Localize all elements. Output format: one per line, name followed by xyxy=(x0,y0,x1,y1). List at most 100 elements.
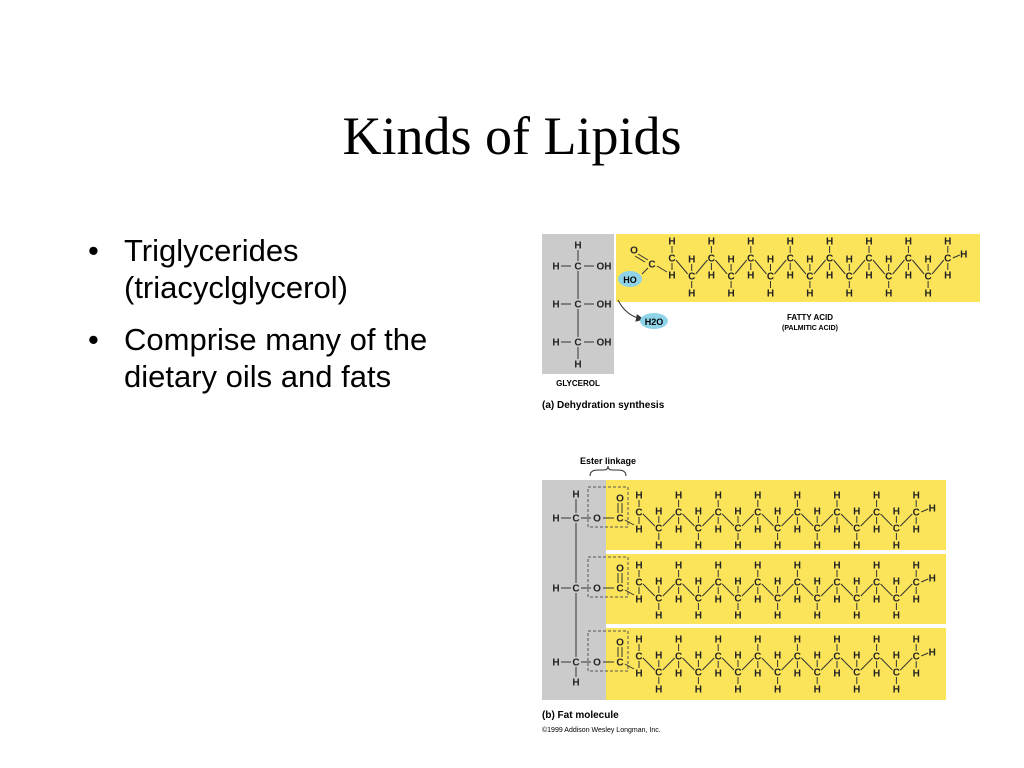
atom-label: C xyxy=(794,508,801,519)
atom-label: H xyxy=(913,561,920,572)
atom-label: C xyxy=(675,652,682,663)
bond-line xyxy=(952,254,960,259)
atom-label: H xyxy=(754,525,761,536)
atom-label: H xyxy=(715,561,722,572)
atom-label: H xyxy=(715,491,722,502)
bond-line xyxy=(931,259,945,275)
bond-line xyxy=(820,513,834,527)
atom-label: C xyxy=(814,594,821,605)
atom-label: H xyxy=(885,255,892,266)
atom-label: C xyxy=(715,508,722,519)
atom-label: C xyxy=(574,338,581,349)
atom-label: H xyxy=(846,255,853,266)
atom-label: H xyxy=(774,577,781,588)
atom-label: C xyxy=(826,254,833,265)
atom-label: C xyxy=(893,594,900,605)
atom-label: H xyxy=(924,255,931,266)
atom-label: H xyxy=(924,289,931,300)
bullet-list: • Triglycerides (triacyclglycerol) • Com… xyxy=(88,232,488,410)
bond-line xyxy=(781,513,794,527)
atom-label: C xyxy=(833,508,840,519)
atom-label: C xyxy=(572,658,579,669)
bond-line xyxy=(761,583,774,597)
atom-label: C xyxy=(893,668,900,679)
atom-label: H xyxy=(572,678,579,689)
atom-label: C xyxy=(616,514,623,525)
bond-line xyxy=(801,513,814,527)
atom-label: O xyxy=(630,246,638,257)
atom-label: H xyxy=(814,651,821,662)
atom-label: C xyxy=(715,652,722,663)
bond-line xyxy=(813,259,826,275)
atom-label: H xyxy=(754,595,761,606)
atom-label: C xyxy=(833,652,840,663)
atom-label: H xyxy=(865,237,872,248)
atom-label: H xyxy=(929,648,936,659)
bond-line xyxy=(624,519,635,526)
bond-line xyxy=(682,657,695,671)
atom-label: C xyxy=(675,578,682,589)
bond-line xyxy=(921,578,929,583)
bond-line xyxy=(912,259,925,275)
atom-label: O xyxy=(593,514,601,525)
atom-label: H xyxy=(727,289,734,300)
atom-label: H xyxy=(913,669,920,680)
atom-label: C xyxy=(794,652,801,663)
atom-label: H xyxy=(572,490,579,501)
atom-label: H xyxy=(826,271,833,282)
bond-line xyxy=(921,508,929,513)
atom-label: H xyxy=(853,611,860,622)
bond-line xyxy=(900,657,913,671)
atom-label: H xyxy=(960,250,967,261)
reaction-arrow xyxy=(617,299,644,322)
atom-label: H xyxy=(774,685,781,696)
atom-label: H xyxy=(635,525,642,536)
bond-line xyxy=(642,657,656,671)
atom-label: C xyxy=(675,508,682,519)
atom-label: H xyxy=(552,300,559,311)
fatty-acid-label: FATTY ACID xyxy=(787,313,833,322)
atom-label: H xyxy=(944,271,951,282)
atom-label: H xyxy=(552,262,559,273)
ho-label: HO xyxy=(623,275,637,285)
atom-label: H xyxy=(873,595,880,606)
atom-label: H xyxy=(814,541,821,552)
atom-label: H xyxy=(905,237,912,248)
atom-label: H xyxy=(695,541,702,552)
bond-line xyxy=(921,652,929,657)
bond-line xyxy=(801,657,814,671)
atom-label: H xyxy=(574,241,581,252)
atom-label: H xyxy=(833,669,840,680)
atom-label: H xyxy=(734,651,741,662)
atom-label: C xyxy=(648,260,655,271)
atom-label: H xyxy=(893,577,900,588)
glycerol-box-b xyxy=(542,480,606,700)
atom-label: H xyxy=(708,237,715,248)
atom-label: H xyxy=(913,491,920,502)
bond-line xyxy=(774,259,787,275)
bond-line xyxy=(656,265,668,273)
atom-label: H xyxy=(794,595,801,606)
atom-label: H xyxy=(734,577,741,588)
atom-label: H xyxy=(767,255,774,266)
atom-label: H xyxy=(929,504,936,515)
bond-line xyxy=(781,657,794,671)
bond-line xyxy=(761,513,774,527)
atom-label: C xyxy=(913,578,920,589)
bond-line xyxy=(860,513,873,527)
bond-line xyxy=(721,513,735,527)
atom-label: C xyxy=(774,668,781,679)
atom-label: H xyxy=(833,635,840,646)
atom-label: C xyxy=(695,594,702,605)
atom-label: H xyxy=(635,635,642,646)
atom-label: H xyxy=(833,595,840,606)
atom-label: H xyxy=(734,685,741,696)
atom-label: H xyxy=(655,685,662,696)
atom-label: H xyxy=(893,685,900,696)
atom-label: H xyxy=(754,561,761,572)
bullet-icon: • xyxy=(88,233,99,268)
atom-label: H xyxy=(873,669,880,680)
bond-line xyxy=(880,583,893,597)
